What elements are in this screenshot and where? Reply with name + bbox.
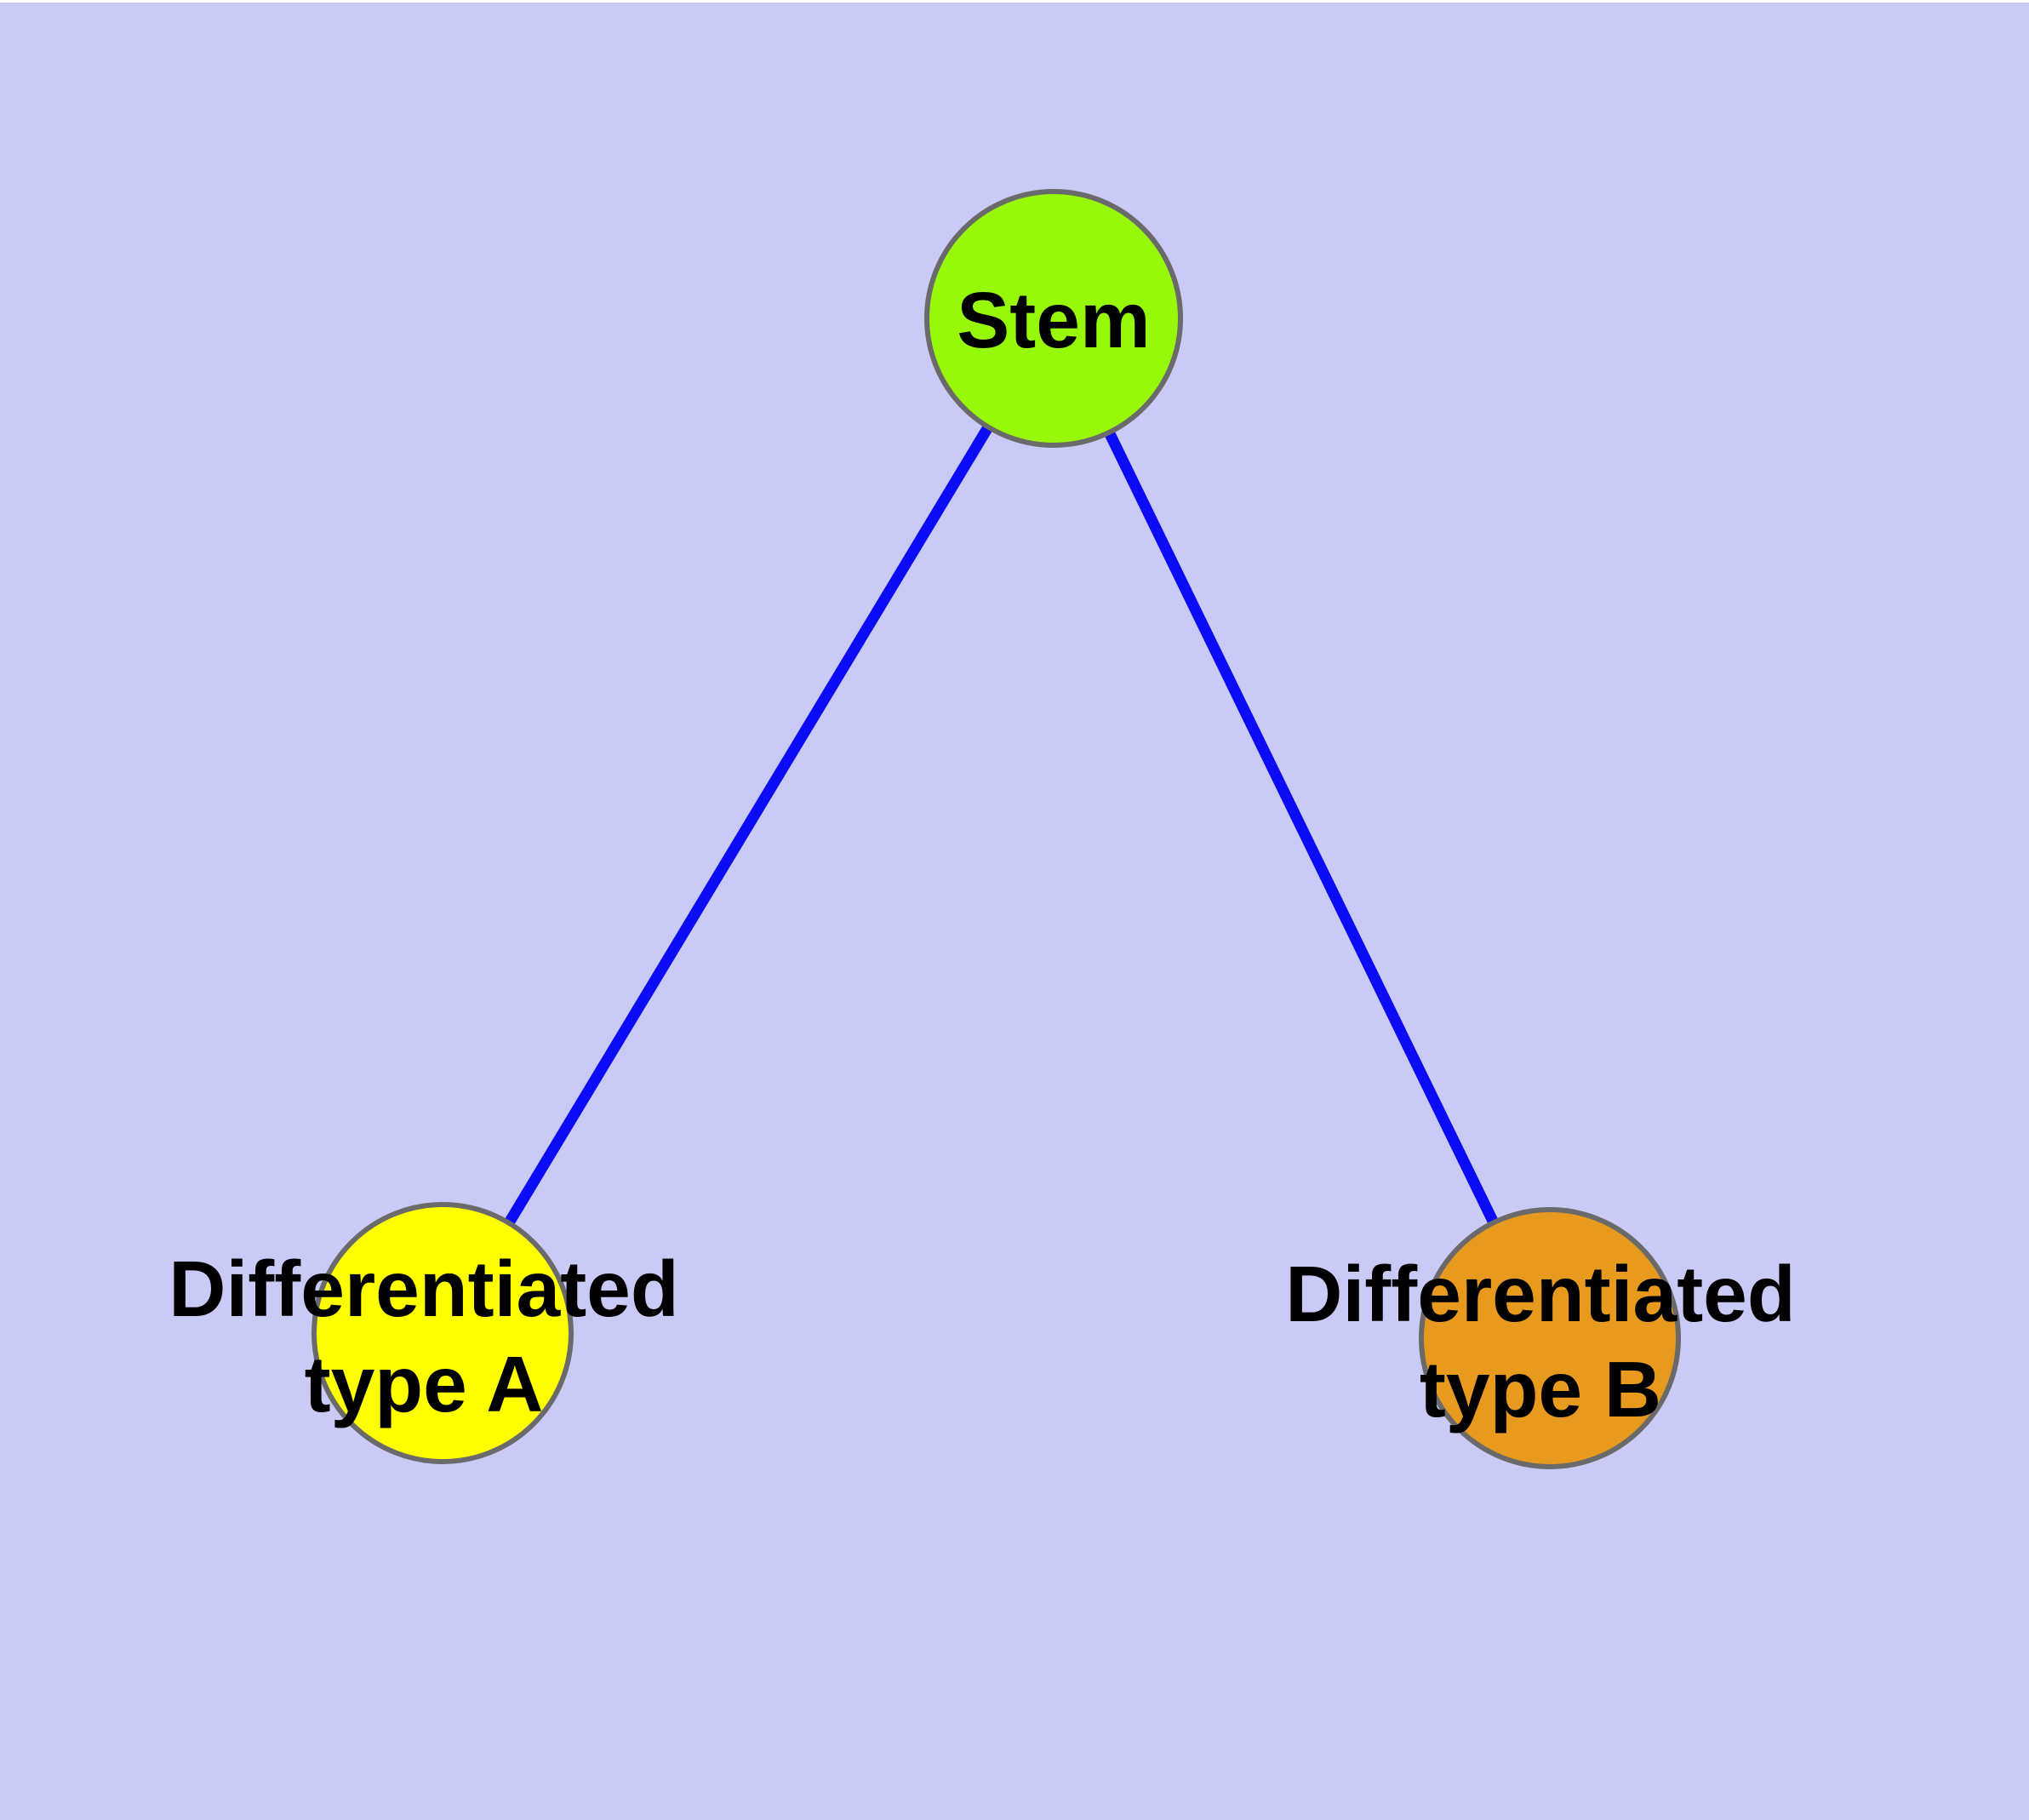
edge-stem-to-type-b xyxy=(1049,316,1555,1341)
node-differentiated-type-b-circle xyxy=(1419,1207,1681,1469)
node-differentiated-type-b: Differentiated type B xyxy=(1285,1207,1796,1469)
node-differentiated-type-b-label-line2: type B xyxy=(1420,1345,1661,1434)
node-stem: Stem xyxy=(924,189,1183,448)
node-differentiated-type-a: Differentiated type A xyxy=(169,1202,679,1464)
node-differentiated-type-a-circle xyxy=(311,1202,574,1464)
node-differentiated-type-b-label-line1: Differentiated xyxy=(1285,1250,1795,1338)
edge-stem-to-type-a xyxy=(437,315,1059,1336)
node-stem-circle xyxy=(924,189,1183,448)
node-stem-label: Stem xyxy=(957,276,1150,364)
node-differentiated-type-a-label-line1: Differentiated xyxy=(169,1245,678,1333)
node-differentiated-type-a-label-line2: type A xyxy=(305,1340,544,1428)
